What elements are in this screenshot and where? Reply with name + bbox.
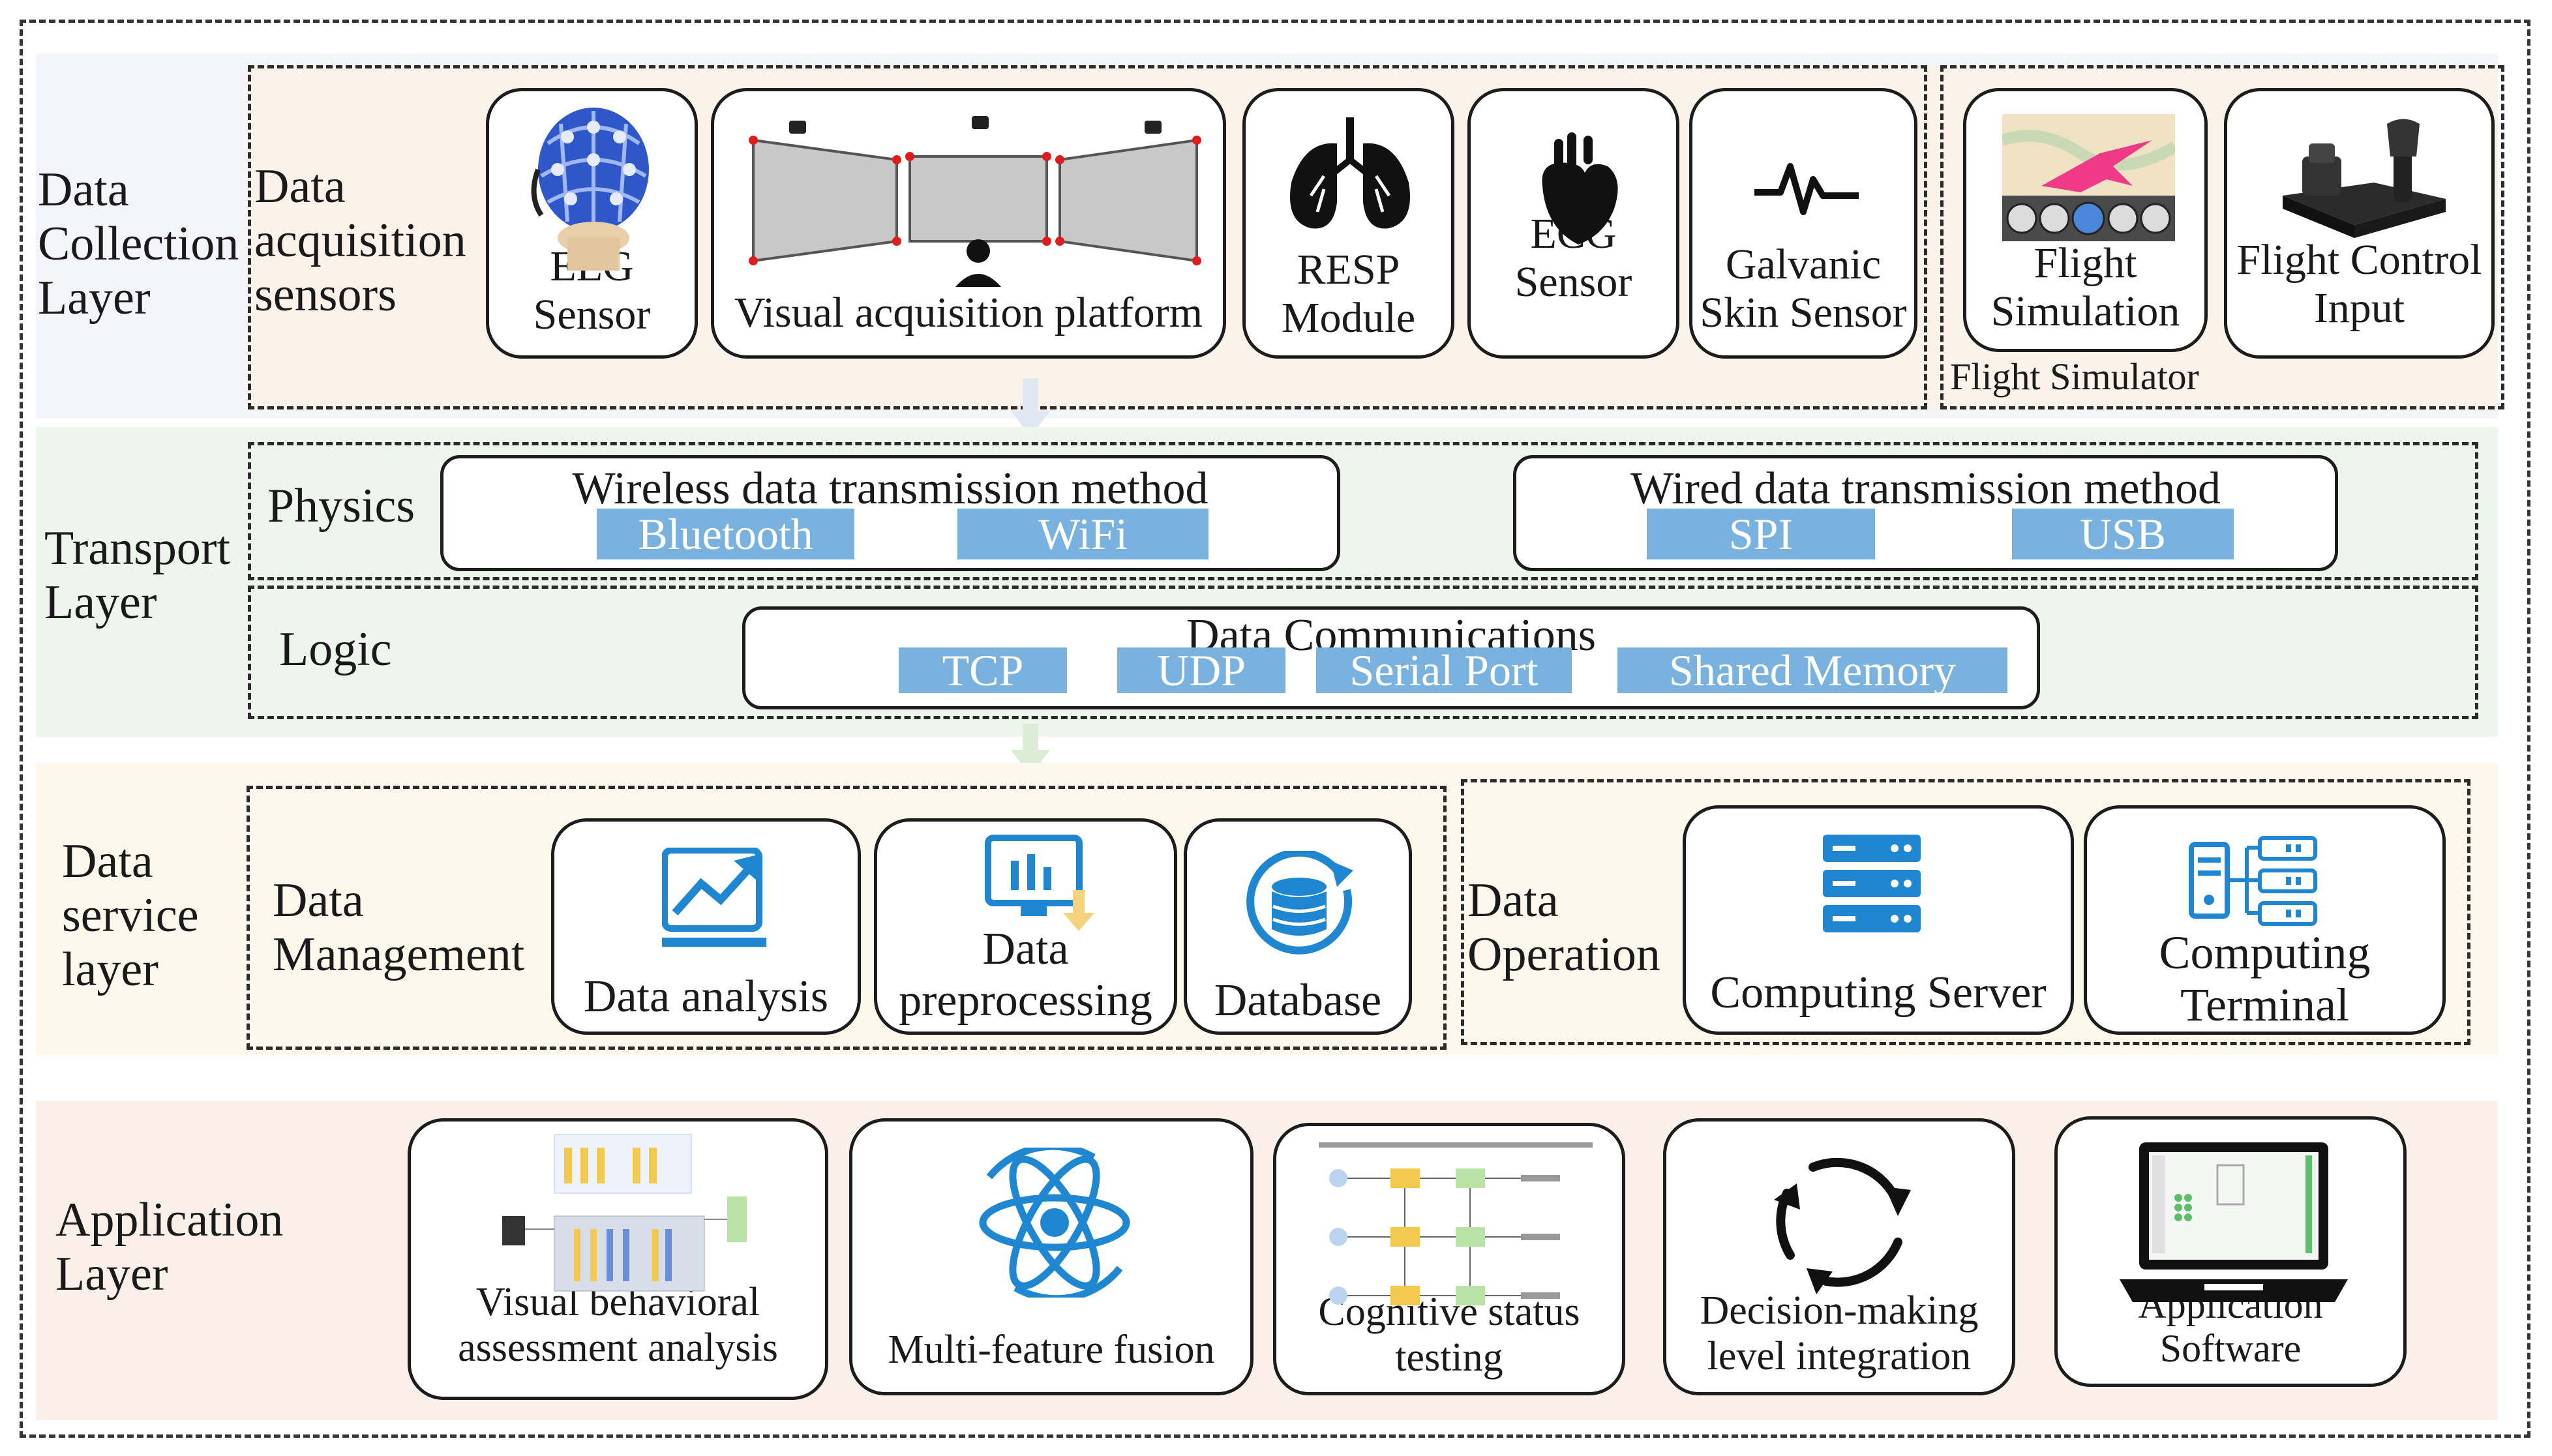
data-preprocessing-card: Data preprocessing	[874, 818, 1177, 1035]
wireless-method-title: Wireless data transmission method	[572, 464, 1208, 514]
bluetooth-chip: Bluetooth	[597, 509, 854, 559]
tcp-chip: TCP	[899, 647, 1067, 693]
flight-control-card: Flight Control Input	[2224, 88, 2495, 359]
data-management-label: Data Management	[273, 874, 525, 981]
computing-server-label: Computing Server	[1710, 967, 2047, 1018]
monitor-chart-icon	[985, 835, 1109, 932]
decision-level-label: Decision-making level integration	[1700, 1288, 1979, 1378]
data-service-layer-title: Data service layer	[62, 835, 199, 996]
wired-method-title: Wired data transmission method	[1630, 464, 2221, 514]
flight-control-label: Flight Control Input	[2236, 236, 2482, 333]
logic-label: Logic	[279, 623, 392, 676]
data-collection-layer-title: Data Collection Layer	[38, 163, 239, 325]
eeg-cap-icon	[522, 98, 665, 274]
shared-memory-chip: Shared Memory	[1617, 647, 2007, 693]
logic-group	[248, 586, 2478, 719]
flight-simulator-group	[1940, 65, 2504, 409]
application-software-card: Application Software	[2054, 1116, 2407, 1387]
visual-platform-label: Visual acquisition platform	[734, 289, 1203, 337]
visual-behavioral-label: Visual behavioral assessment analysis	[458, 1280, 778, 1370]
galvanic-sensor-label: Galvanic Skin Sensor	[1700, 241, 1907, 337]
ecg-sensor-card: ECG Sensor	[1467, 88, 1679, 359]
application-layer-title: Application Layer	[55, 1193, 284, 1301]
resp-module-card: RESP Module	[1242, 88, 1454, 359]
computing-server-card: Computing Server	[1683, 805, 2074, 1035]
wifi-chip: WiFi	[957, 509, 1208, 559]
server-rack-icon	[1823, 835, 1921, 932]
spi-chip: SPI	[1647, 509, 1875, 559]
resp-module-label: RESP Module	[1281, 246, 1416, 342]
galvanic-sensor-card: Galvanic Skin Sensor	[1689, 88, 1917, 359]
wireless-method-box: Wireless data transmission method	[440, 455, 1340, 571]
computing-terminal-card: Computing Terminal	[2084, 805, 2446, 1035]
line-chart-icon	[662, 848, 766, 949]
usb-chip: USB	[2012, 509, 2234, 559]
visual-behavioral-card: Visual behavioral assessment analysis	[408, 1118, 828, 1400]
cycle-arrows-icon	[1764, 1144, 1921, 1294]
data-management-group	[247, 786, 1447, 1050]
decision-level-card: Decision-making level integration	[1663, 1118, 2015, 1395]
data-analysis-card: Data analysis	[551, 818, 861, 1035]
data-preprocessing-label: Data preprocessing	[899, 924, 1152, 1026]
joystick-icon	[2276, 117, 2452, 241]
data-acquisition-group	[248, 65, 1927, 409]
transport-layer-title: Transport Layer	[44, 522, 231, 629]
outer-frame	[20, 20, 2530, 1438]
serial-port-chip: Serial Port	[1316, 647, 1572, 693]
network-architecture-thumbnail	[502, 1131, 776, 1301]
multi-feature-fusion-card: Multi-feature fusion	[849, 1118, 1253, 1395]
lstm-diagram-thumbnail	[1312, 1139, 1599, 1315]
multi-screen-icon	[740, 111, 1210, 293]
cognitive-status-card: Cognitive status testing	[1273, 1123, 1625, 1395]
atom-icon	[963, 1148, 1146, 1298]
data-operation-group	[1461, 779, 2470, 1045]
database-card: Database	[1184, 818, 1412, 1035]
physics-label: Physics	[267, 479, 415, 533]
eeg-sensor-card: EEG Sensor	[486, 88, 698, 359]
computing-terminal-label: Computing Terminal	[2159, 926, 2371, 1032]
physics-group	[248, 442, 2478, 580]
database-label: Database	[1214, 975, 1382, 1026]
heart-icon	[1533, 130, 1624, 248]
data-analysis-label: Data analysis	[583, 971, 829, 1022]
udp-chip: UDP	[1117, 647, 1285, 693]
data-acquisition-label: Data acquisition sensors	[254, 160, 466, 321]
laptop-icon	[2120, 1139, 2348, 1312]
terminal-network-icon	[2188, 831, 2319, 929]
visual-platform-card: Visual acquisition platform	[711, 88, 1226, 359]
flight-simulation-card: Flight Simulation	[1963, 88, 2208, 352]
database-icon	[1246, 851, 1357, 962]
flight-sim-screen-icon	[2002, 114, 2175, 241]
arrow-down-1	[1011, 378, 1050, 437]
flight-simulation-label: Flight Simulation	[1990, 239, 2180, 336]
pulse-wave-icon	[1754, 160, 1859, 218]
data-operation-label: Data Operation	[1467, 874, 1660, 981]
multi-feature-fusion-label: Multi-feature fusion	[888, 1327, 1215, 1372]
lungs-icon	[1285, 117, 1415, 231]
flight-simulator-label: Flight Simulator	[1950, 355, 2199, 398]
